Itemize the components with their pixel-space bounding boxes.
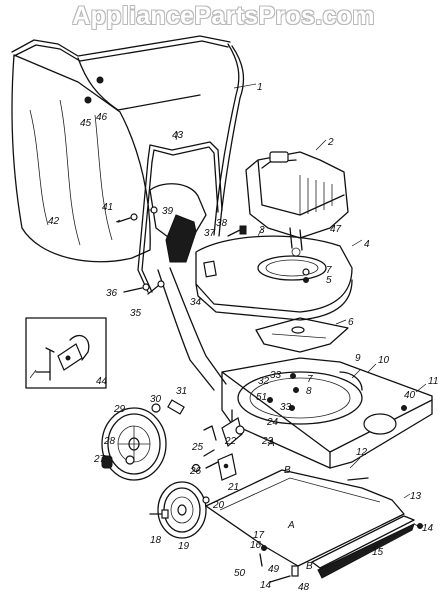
grass-bag <box>11 54 151 263</box>
callout-33b: 33 <box>280 402 292 413</box>
engine <box>245 151 349 257</box>
callout-25: 25 <box>191 442 204 453</box>
callout-43: 43 <box>172 130 184 141</box>
discharge-chute <box>149 183 227 391</box>
hardware <box>84 76 423 583</box>
callout-39: 39 <box>162 206 174 217</box>
callout-labels: 1 2 3 4 5 6 7 7 8 9 10 11 12 13 14 14 15… <box>48 82 438 593</box>
callout-32: 32 <box>258 376 270 387</box>
upper-handle <box>11 35 245 237</box>
callout-20: 20 <box>212 500 225 511</box>
callout-47: 47 <box>330 224 342 235</box>
letter-a-2: A <box>287 520 295 531</box>
letter-b-2: B <box>306 561 313 572</box>
callout-19: 19 <box>178 541 190 552</box>
callout-50: 50 <box>234 568 246 579</box>
rear-wheel <box>157 481 207 539</box>
callout-5: 5 <box>326 275 332 286</box>
callout-34: 34 <box>190 297 202 308</box>
callout-11: 11 <box>428 376 438 387</box>
front-wheel <box>101 407 167 481</box>
callout-16: 16 <box>250 540 262 551</box>
watermark: AppliancePartsPros.com <box>72 2 375 30</box>
callout-22: 22 <box>224 436 237 447</box>
callout-17: 17 <box>253 530 265 541</box>
blower-housing <box>195 235 353 321</box>
callout-31: 31 <box>176 386 187 397</box>
callout-38: 38 <box>216 218 228 229</box>
callout-12: 12 <box>356 447 368 458</box>
callout-10: 10 <box>378 355 390 366</box>
brush-strip <box>311 515 415 579</box>
callout-44: 44 <box>96 376 108 387</box>
callout-4: 4 <box>364 239 370 250</box>
nozzle-plate <box>205 469 405 567</box>
letter-a-1: A <box>267 438 275 449</box>
callout-37: 37 <box>204 228 216 239</box>
callout-36: 36 <box>106 288 118 299</box>
callout-26: 26 <box>189 466 202 477</box>
callout-42: 42 <box>48 216 60 227</box>
callout-21: 21 <box>227 482 239 493</box>
callout-2: 2 <box>327 137 334 148</box>
callout-24: 24 <box>266 417 279 428</box>
callout-7a: 7 <box>326 265 332 276</box>
callout-28: 28 <box>103 436 116 447</box>
callout-13: 13 <box>410 491 422 502</box>
housing-base <box>221 357 433 469</box>
impeller-fan <box>255 317 349 353</box>
callout-41: 41 <box>102 202 113 213</box>
leader-lines <box>29 83 427 549</box>
callout-45: 45 <box>80 118 92 129</box>
callout-23: 23 <box>261 436 274 447</box>
callout-29: 29 <box>113 404 126 415</box>
letter-b-1: B <box>284 465 291 476</box>
callout-48: 48 <box>298 582 310 593</box>
callout-18: 18 <box>150 535 162 546</box>
callout-33a: 33 <box>270 370 282 381</box>
callout-27: 27 <box>93 454 106 465</box>
callout-1: 1 <box>257 82 263 93</box>
callout-8: 8 <box>306 386 312 397</box>
callout-51: 51 <box>256 392 267 403</box>
callout-14a: 14 <box>422 523 434 534</box>
callout-6: 6 <box>348 317 354 328</box>
callout-30: 30 <box>150 394 162 405</box>
callout-3: 3 <box>259 225 265 236</box>
callout-35: 35 <box>130 308 142 319</box>
callout-7b: 7 <box>307 374 313 385</box>
callout-15: 15 <box>372 547 384 558</box>
callout-40: 40 <box>404 390 416 401</box>
callout-46: 46 <box>96 112 108 123</box>
callout-14b: 14 <box>260 580 272 591</box>
callout-9: 9 <box>355 353 361 364</box>
callout-49: 49 <box>268 564 280 575</box>
inset-detail-box <box>25 317 107 389</box>
